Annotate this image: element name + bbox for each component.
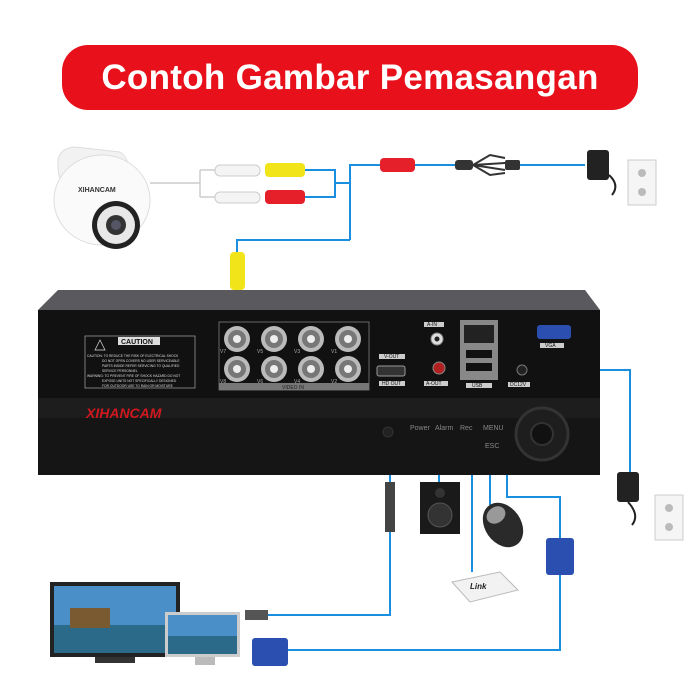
bnc-input-v4[interactable]: V4 — [294, 356, 324, 385]
yellow-video-plug — [265, 163, 305, 177]
red-power-plug-2 — [380, 158, 415, 172]
router-icon: Link — [451, 571, 519, 603]
rec-indicator: Rec — [460, 425, 473, 432]
channel-label: V7 — [220, 349, 226, 355]
caution-line: WARNING: TO PREVENT FIRE OF SHOCK HAZARD… — [87, 374, 180, 378]
dvr: CAUTION CAUTION: TO REDUCE THE RISK OF E… — [38, 290, 600, 475]
audio-out-port[interactable] — [432, 361, 446, 375]
monitor-small — [165, 612, 240, 665]
caution-title: CAUTION — [121, 339, 153, 346]
power-adapter-icon — [587, 150, 617, 196]
camera-brand: XIHANCAM — [78, 187, 116, 194]
channel-label: V5 — [257, 349, 263, 355]
camera-pigtail — [150, 169, 215, 198]
vga-connector-icon — [546, 538, 574, 575]
vga-plug-monitor — [252, 638, 288, 666]
bnc-input-v5[interactable]: V5 — [257, 326, 287, 355]
video-in-label: VIDEO IN — [282, 385, 304, 391]
wall-socket-icon — [627, 159, 657, 206]
dc-port[interactable] — [516, 364, 528, 376]
bnc-input-v2[interactable]: V2 — [331, 356, 361, 385]
vga-port[interactable] — [537, 325, 571, 339]
hdmi-plug — [385, 482, 395, 532]
monitor-large — [50, 582, 180, 663]
power-indicator: Power — [410, 425, 431, 432]
red-power-plug — [265, 190, 305, 204]
vga-label: VGA — [545, 343, 556, 349]
bnc-input-v3[interactable]: V3 — [294, 326, 324, 355]
dome-camera: XIHANCAM — [53, 146, 151, 249]
dvr-brand: XIHANCAM — [85, 405, 162, 421]
alarm-indicator: Alarm — [435, 425, 453, 432]
caution-line: FOR OUTDOOR USE TO RAIN OR MOISTURE — [102, 384, 174, 388]
channel-label: V8 — [220, 379, 226, 385]
channel-label: V6 — [257, 379, 263, 385]
wall-socket-icon-2 — [654, 494, 684, 541]
bnc-input-v8[interactable]: V8 — [220, 356, 250, 385]
caution-line: PARTS INSIDE REFER SERVICING TO QUALIFIE… — [102, 364, 180, 368]
router-brand: Link — [470, 582, 487, 591]
cable-video-to-bnc — [236, 239, 350, 252]
caution-label: CAUTION CAUTION: TO REDUCE THE RISK OF E… — [84, 335, 196, 389]
usb-label: USB — [472, 383, 483, 389]
hdmi-plug-monitor — [245, 610, 268, 620]
speaker-icon — [420, 482, 460, 534]
lan-port[interactable] — [464, 325, 494, 343]
dc-label: DC12V — [510, 382, 527, 388]
title-banner: Contoh Gambar Pemasangan — [62, 45, 638, 110]
channel-label: V2 — [331, 379, 337, 385]
a-out-label: A-OUT — [426, 381, 442, 387]
yellow-bnc-plug — [230, 252, 245, 290]
esc-button[interactable]: ESC — [485, 443, 499, 450]
v-out-label: V-OUT — [384, 354, 399, 360]
caution-line: CAUTION: TO REDUCE THE RISK OF ELECTRICA… — [87, 354, 179, 358]
rear-ports: V-OUT HD OUT A-IN A-OUT USB VGA DC12V — [376, 320, 571, 389]
power-adapter-icon-2 — [617, 472, 639, 526]
cable-hdmi-monitor — [268, 532, 391, 616]
channel-label: V1 — [331, 349, 337, 355]
caution-line: SERVICE PERSONNEL — [102, 369, 138, 373]
usb-port-2[interactable] — [466, 363, 492, 371]
cable-camera-yellow — [305, 169, 336, 198]
cable-vga-monitor — [288, 575, 561, 651]
menu-button[interactable]: MENU — [483, 425, 504, 432]
bnc-input-v7[interactable]: V7 — [220, 326, 250, 355]
channel-label: V3 — [294, 349, 300, 355]
bnc-input-v6[interactable]: V6 — [257, 356, 287, 385]
hd-out-label: HD OUT — [382, 381, 401, 387]
title-text: Contoh Gambar Pemasangan — [101, 57, 599, 97]
caution-line: EXPOSE UNITS NOT SPECIFICALLY DESIGNED — [102, 379, 177, 383]
bnc-input-v1[interactable]: V1 — [331, 326, 361, 355]
power-splitter — [455, 153, 520, 177]
caution-line: DO NOT OPEN COVERS NO USER SERVICEABLE — [102, 359, 180, 363]
mouse-icon — [482, 502, 524, 548]
white-bnc-connector — [214, 164, 261, 177]
a-in-label: A-IN — [427, 322, 437, 328]
channel-label: V4 — [294, 379, 300, 385]
usb-port-1[interactable] — [466, 350, 492, 358]
white-dc-connector — [214, 191, 261, 204]
hdmi-port[interactable] — [376, 365, 406, 377]
cable-power-run — [349, 164, 380, 240]
